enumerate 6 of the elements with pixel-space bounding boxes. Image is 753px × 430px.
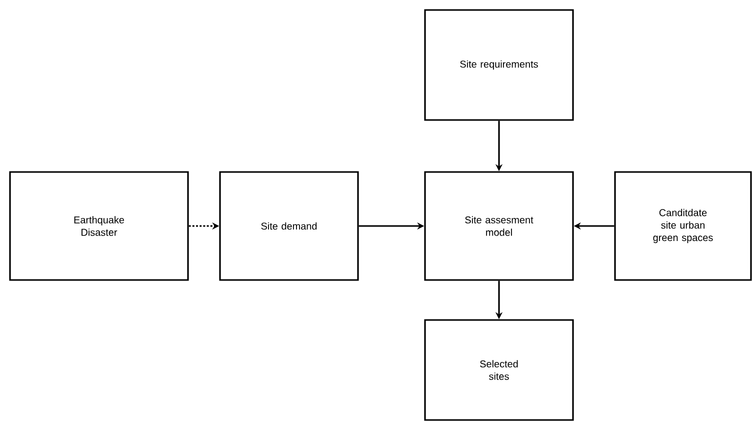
- process-box: Canditdate site urban green spaces: [614, 171, 752, 281]
- process-box: Site requirements: [424, 9, 574, 121]
- process-box: Earthquake Disaster: [9, 171, 189, 281]
- process-box: Site demand: [219, 171, 359, 281]
- process-box: Selected sites: [424, 319, 574, 421]
- process-box: Site assesment model: [424, 171, 574, 281]
